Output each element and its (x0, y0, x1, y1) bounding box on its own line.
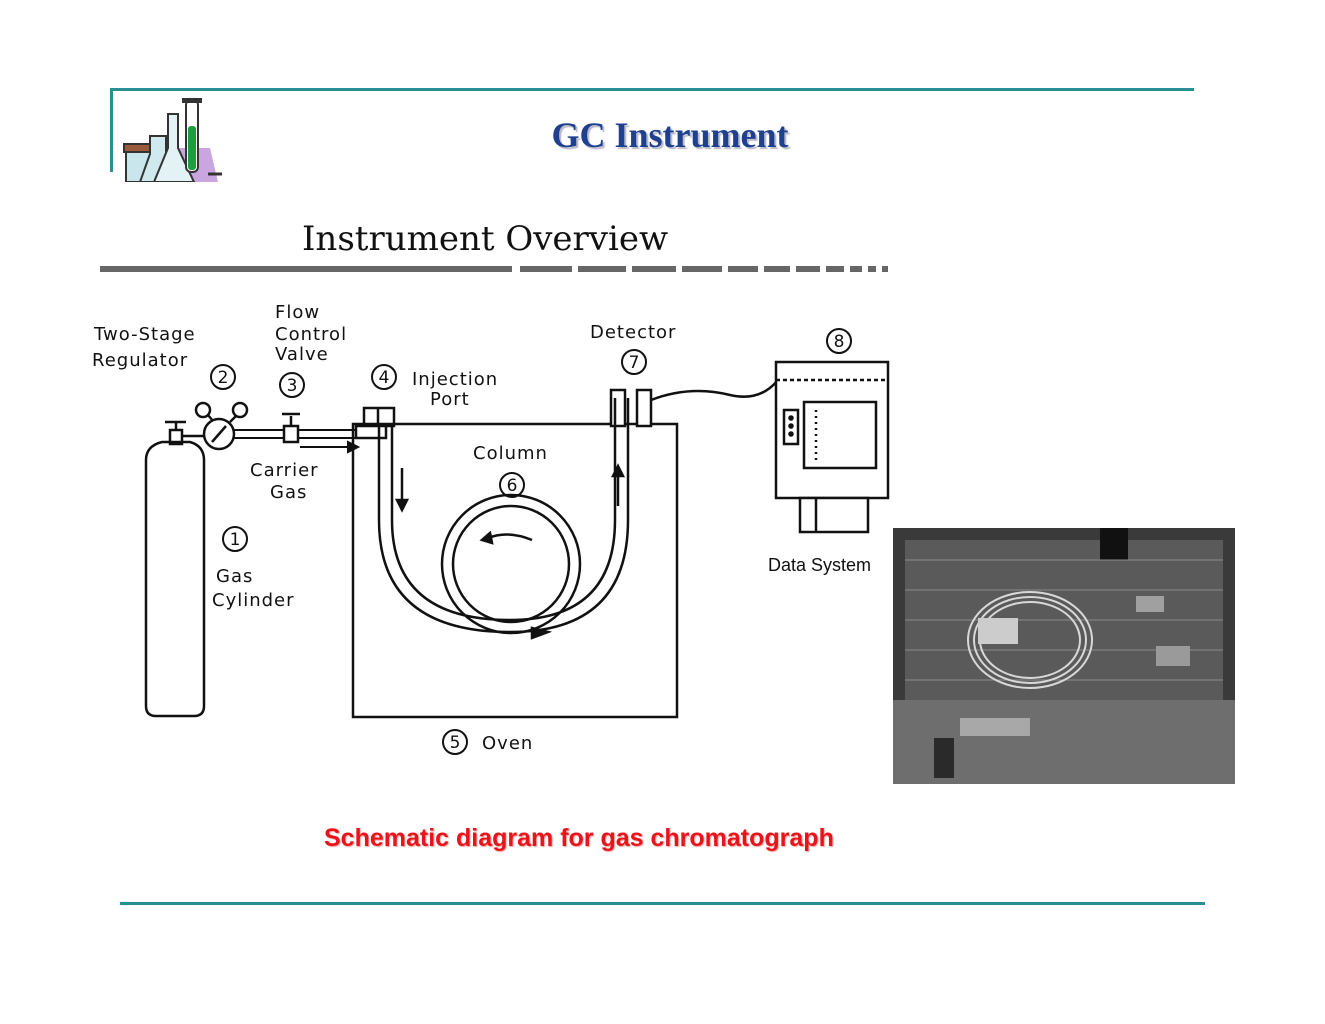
label-valve: Valve (275, 344, 329, 365)
label-oven: Oven (482, 733, 533, 754)
diagram-heading: Instrument Overview (302, 219, 668, 259)
marker-4: 4 (371, 364, 397, 390)
label-flow: Flow (275, 302, 320, 323)
label-carrier: Carrier (250, 460, 319, 481)
svg-text:1: 1 (230, 530, 241, 550)
marker-3: 3 (279, 372, 305, 398)
marker-7: 7 (621, 349, 647, 375)
bottom-rule (120, 902, 1205, 905)
label-data-system: Data System (768, 555, 871, 575)
label-detector: Detector (590, 322, 676, 343)
gc-oven-photo (893, 528, 1235, 784)
signal-cable (650, 379, 779, 402)
marker-1: 1 (222, 526, 248, 552)
svg-text:2: 2 (218, 368, 229, 388)
label-control: Control (275, 324, 347, 345)
label-regulator: Regulator (92, 350, 188, 371)
two-stage-regulator (194, 401, 249, 451)
label-gas: Gas (270, 482, 307, 503)
marker-8: 8 (826, 328, 852, 354)
flow-control-valve (282, 412, 300, 444)
label-column: Column (473, 443, 548, 464)
label-port: Port (430, 389, 470, 410)
gas-cylinder (144, 420, 206, 718)
heading-rule (100, 266, 888, 272)
marker-2: 2 (210, 364, 236, 390)
svg-text:8: 8 (834, 332, 845, 352)
top-rule (110, 88, 1194, 91)
diagram-caption: Schematic diagram for gas chromatograph (324, 824, 834, 852)
svg-text:6: 6 (507, 476, 518, 496)
svg-text:4: 4 (379, 368, 390, 388)
label-two-stage: Two-Stage (93, 324, 196, 345)
marker-6: 6 (499, 472, 525, 498)
marker-5: 5 (442, 729, 468, 755)
left-rule (110, 88, 113, 172)
column-tubing (377, 398, 630, 640)
data-system (774, 360, 890, 534)
oven (351, 422, 679, 719)
svg-text:5: 5 (450, 733, 461, 753)
detector (609, 388, 653, 428)
label-gas-cylinder-2: Cylinder (212, 590, 295, 611)
label-gas-cylinder-1: Gas (216, 566, 253, 587)
svg-text:3: 3 (287, 376, 298, 396)
lab-glassware-icon (123, 98, 222, 182)
svg-text:7: 7 (629, 353, 640, 373)
label-injection: Injection (412, 369, 498, 390)
slide-title: GC Instrument (551, 115, 789, 155)
